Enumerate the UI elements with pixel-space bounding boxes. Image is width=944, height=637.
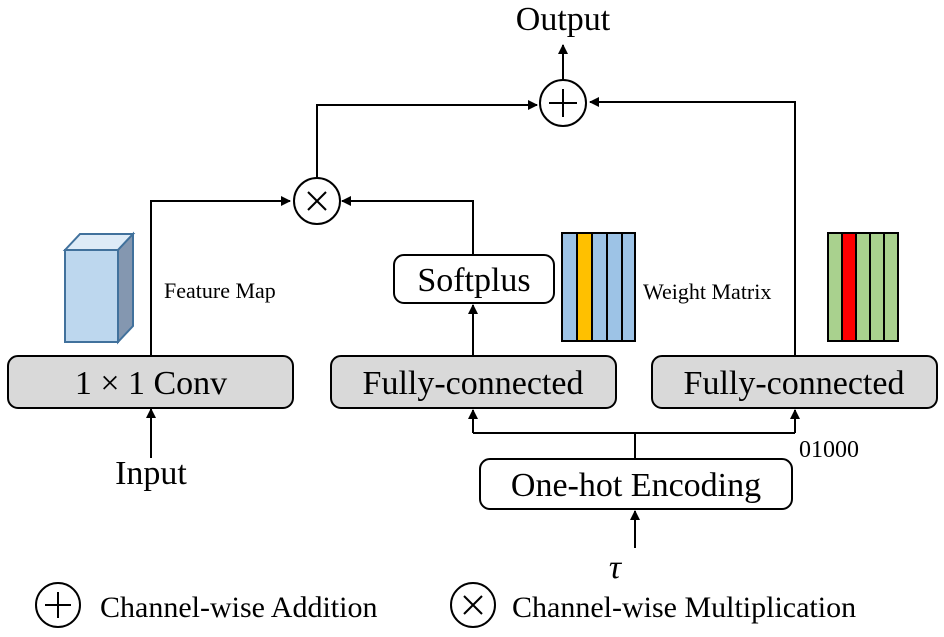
output-label: Output	[516, 1, 611, 38]
arrow-fc-right-to-add	[589, 97, 796, 356]
encoding-weights-icon	[827, 232, 899, 342]
fc-right-label: Fully-connected	[684, 365, 905, 402]
conv-block	[7, 355, 294, 409]
onehot-block	[479, 458, 793, 510]
tau-label: τ	[609, 549, 623, 586]
feature-map-cube-icon	[62, 231, 136, 345]
fc-left-block	[330, 355, 617, 409]
onehot-label: One-hot Encoding	[511, 467, 761, 504]
legend-multiply-label: Channel-wise Multiplication	[512, 591, 856, 624]
input-label: Input	[115, 455, 187, 492]
conv-label: 1 × 1 Conv	[75, 365, 227, 402]
weight-matrix-icon	[561, 232, 636, 342]
fc-right-block	[651, 355, 938, 409]
legend-add-label: Channel-wise Addition	[100, 591, 377, 624]
multiply-operator-x-b	[307, 191, 327, 211]
weight-matrix-label: Weight Matrix	[643, 279, 771, 304]
softplus-block	[393, 254, 555, 304]
legend: Channel-wise Addition Channel-wise Multi…	[35, 582, 856, 628]
softplus-label: Softplus	[417, 262, 530, 299]
arrow-conv-to-multiply	[150, 196, 291, 356]
arrow-multiply-to-add	[316, 100, 538, 177]
legend-multiply-x-b	[463, 595, 483, 615]
arrow-softplus-to-multiply	[341, 196, 474, 255]
fc-left-label: Fully-connected	[363, 365, 584, 402]
onehot-code-label: 01000	[799, 437, 859, 463]
feature-map-label: Feature Map	[164, 278, 276, 303]
